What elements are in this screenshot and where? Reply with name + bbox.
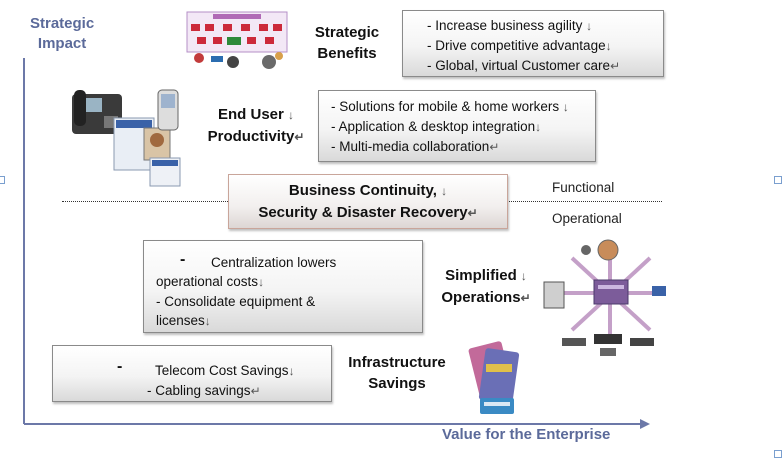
desk-phone-icon <box>72 89 181 187</box>
y-axis-label: Strategic Impact <box>30 15 95 52</box>
infrastructure-item: Telecom Cost Savings↓ <box>155 363 295 378</box>
infrastructure-savings-box: - Telecom Cost Savings↓ - Cabling saving… <box>52 345 332 402</box>
infrastructure-item: - Cabling savings↵ <box>147 383 261 398</box>
strategic-benefit-item: - Increase business agility ↓ <box>427 18 593 33</box>
simplified-operations-box: - Centralization lowers operational cost… <box>143 240 423 333</box>
operational-zone-label: Operational <box>552 211 622 226</box>
network-hub-icon <box>543 239 666 356</box>
operations-item: - Consolidate equipment & <box>156 294 316 309</box>
strategic-benefit-item: - Drive competitive advantage↓ <box>427 38 612 53</box>
x-axis-label: Value for the Enterprise <box>442 426 611 443</box>
business-continuity-line2: Security & Disaster Recovery↵ <box>258 204 478 221</box>
operations-item: licenses↓ <box>156 313 211 328</box>
infrastructure-savings-heading: Infrastructure Savings <box>348 354 446 392</box>
strategic-benefit-item: - Global, virtual Customer care↵ <box>427 58 621 73</box>
org-chart-icon <box>186 11 288 69</box>
selection-handle-left[interactable] <box>0 176 5 184</box>
credit-cards-icon <box>468 341 520 414</box>
x-axis-arrow <box>640 419 650 429</box>
business-continuity-line1: Business Continuity, ↓ <box>288 182 448 199</box>
selection-handle-right[interactable] <box>774 176 782 184</box>
productivity-item: - Multi-media collaboration↵ <box>331 139 500 154</box>
infrastructure-bullet: - <box>117 358 123 375</box>
operations-item: operational costs↓ <box>156 274 265 289</box>
simplified-operations-heading: Simplified ↓ Operations↵ <box>441 267 531 306</box>
productivity-item: - Application & desktop integration↓ <box>331 119 542 134</box>
operations-bullet: - <box>180 251 186 268</box>
productivity-item: - Solutions for mobile & home workers ↓ <box>331 99 569 114</box>
operations-item: Centralization lowers <box>211 255 337 270</box>
strategic-benefits-box: - Increase business agility ↓ - Drive co… <box>402 10 664 77</box>
functional-zone-label: Functional <box>552 180 615 195</box>
business-continuity-box: Business Continuity, ↓ Security & Disast… <box>228 174 508 229</box>
strategic-benefits-heading: Strategic Benefits <box>314 24 380 62</box>
end-user-productivity-heading: End User ↓ Productivity↵ <box>207 106 305 145</box>
end-user-productivity-box: - Solutions for mobile & home workers ↓ … <box>318 90 596 162</box>
